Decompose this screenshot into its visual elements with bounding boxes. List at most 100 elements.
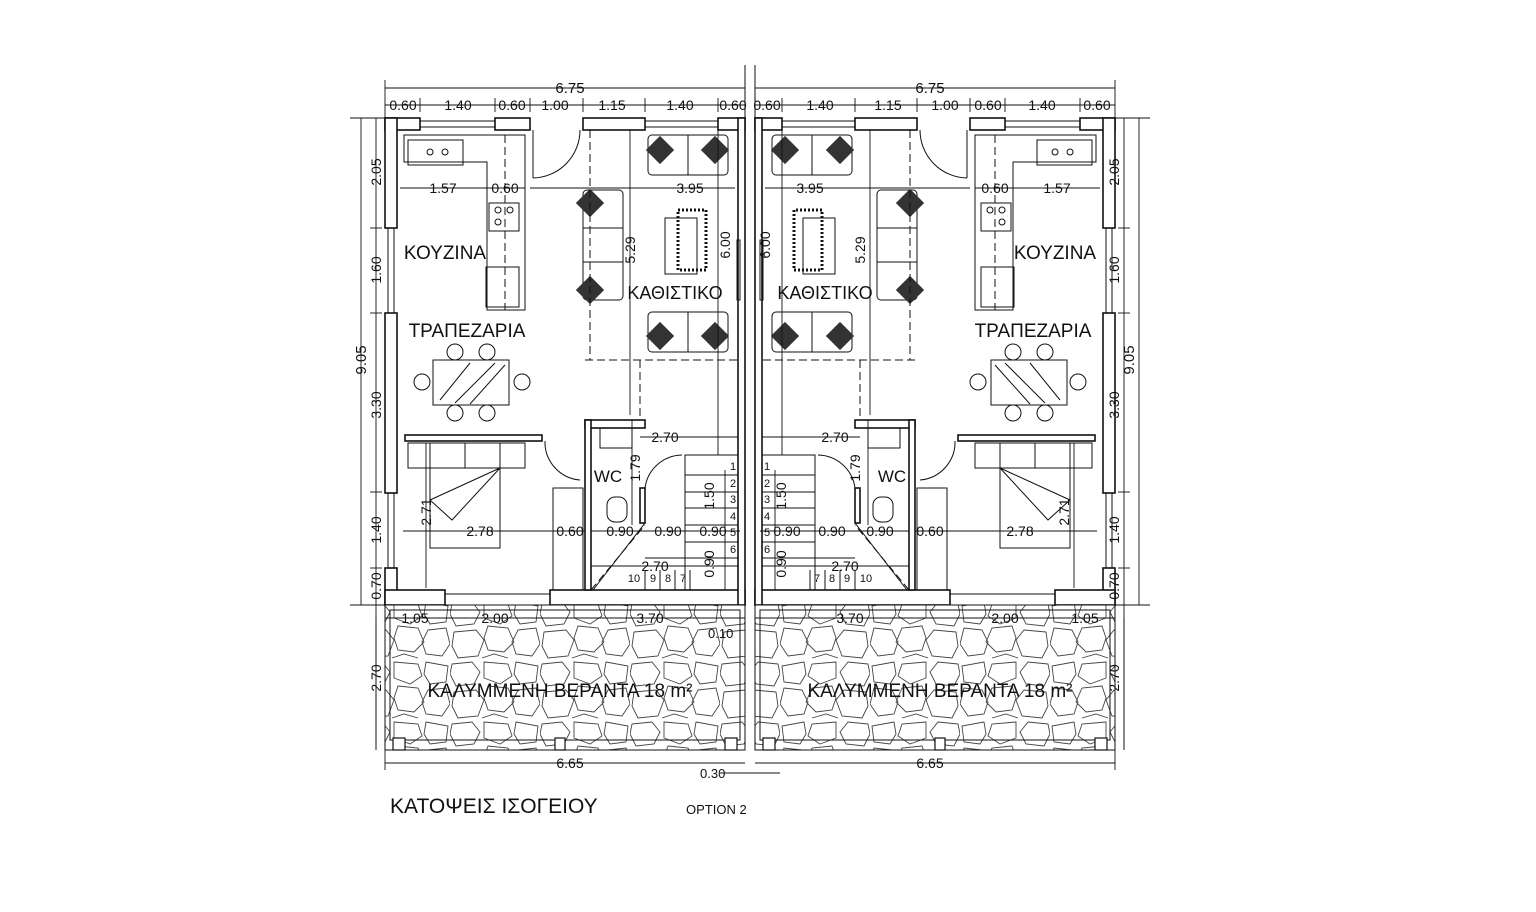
center-gap-dim: 0.30	[700, 766, 725, 781]
left-living-depth-total-dim: 6.00	[717, 231, 733, 258]
right-counter-depth-dim: 0.60	[981, 180, 1008, 196]
right-stair-step-number: 1	[764, 461, 770, 473]
right-living-width-dim: 3.95	[796, 180, 823, 196]
right-living-depth-total-dim: 6.00	[757, 231, 773, 258]
left-top-dim: 0.60	[498, 97, 525, 113]
left-top-dim: 1.15	[598, 97, 625, 113]
left-stair-step-number: 6	[730, 544, 736, 556]
right-room-label-living: ΚΑΘΙΣΤΙΚΟ	[777, 283, 872, 303]
left-wc-depth-dim: 1.79	[627, 454, 643, 481]
left-landing-dim: 0.90	[701, 550, 717, 577]
right-top-dim: 1.00	[931, 97, 958, 113]
left-stair-width-dim: 0.90	[699, 523, 726, 539]
right-stair-flight-dim: 1.50	[773, 482, 789, 509]
left-stair-step-number: 1	[730, 461, 736, 473]
right-top-dim: 1.40	[806, 97, 833, 113]
right-overall-depth-dim: 9.05	[1121, 345, 1138, 374]
right-side-dim: 3.30	[1106, 391, 1122, 418]
right-room-label-veranda: ΚΑΛΥΜΜΕΝΗ ΒΕΡΑΝΤΑ 18 m²	[807, 681, 1072, 702]
left-veranda-dim: 2.00	[481, 610, 508, 626]
right-top-dim: 1.15	[874, 97, 901, 113]
drawing-title: ΚΑΤΟΨΕΙΣ ΙΣΟΓΕΙΟΥ	[390, 795, 598, 818]
left-stair-step-number: 4	[730, 511, 736, 523]
right-side-dim: 0.70	[1106, 572, 1122, 599]
right-hall-width-dim: 0.90	[818, 523, 845, 539]
right-stair-step-number: 4	[764, 511, 770, 523]
left-veranda-depth-dim: 2.70	[368, 664, 384, 691]
right-side-dim: 1.60	[1106, 256, 1122, 283]
left-living-width-dim: 3.95	[676, 180, 703, 196]
left-stair-step-number: 10	[628, 573, 640, 585]
left-side-dim: 1.60	[368, 256, 384, 283]
left-kitchen-width-dim: 1.57	[429, 180, 456, 196]
left-side-dim: 2.05	[368, 158, 384, 185]
right-side-dim: 1.40	[1106, 516, 1122, 543]
left-wc-top-dim: 2.70	[651, 429, 678, 445]
right-veranda-dim: 1.05	[1071, 610, 1098, 626]
right-stair-step-number: 9	[844, 573, 850, 585]
right-veranda-dim: 2.00	[991, 610, 1018, 626]
left-stair-bottom-dim: 2.70	[641, 558, 668, 574]
left-room-label-veranda: ΚΑΛΥΜΜΕΝΗ ΒΕΡΑΝΤΑ 18 m²	[427, 681, 692, 702]
left-stair-step-number: 3	[730, 494, 736, 506]
right-kitchen-width-dim: 1.57	[1043, 180, 1070, 196]
right-stair-step-number: 3	[764, 494, 770, 506]
left-stair-step-number: 5	[730, 527, 736, 539]
left-wc-width-dim: 0.90	[606, 523, 633, 539]
left-veranda-dim: 3.70	[636, 610, 663, 626]
right-pass-width-dim: 0.60	[916, 523, 943, 539]
left-room-label-wc: WC	[594, 467, 622, 486]
right-side-dim: 2.05	[1106, 158, 1122, 185]
right-stair-bottom-dim: 2.70	[831, 558, 858, 574]
left-top-dim: 1.00	[541, 97, 568, 113]
veranda-gap-dim: 0.10	[708, 626, 733, 641]
right-stair-step-number: 7	[814, 573, 820, 585]
right-stair-step-number: 2	[764, 478, 770, 490]
left-veranda-width-dim: 6.65	[556, 755, 583, 771]
left-stair-step-number: 9	[650, 573, 656, 585]
right-veranda-width-dim: 6.65	[916, 755, 943, 771]
right-room-label-wc: WC	[878, 467, 906, 486]
left-counter-depth-dim: 0.60	[491, 180, 518, 196]
right-top-dim: 1.40	[1028, 97, 1055, 113]
left-bed-width-dim: 2.78	[466, 523, 493, 539]
left-stair-step-number: 2	[730, 478, 736, 490]
left-top-dim: 0.60	[389, 97, 416, 113]
left-room-label-dining: ΤΡΑΠΕΖΑΡΙΑ	[409, 321, 526, 342]
left-top-dim: 1.40	[444, 97, 471, 113]
left-stair-step-number: 8	[665, 573, 671, 585]
right-landing-dim: 0.90	[773, 550, 789, 577]
right-room-label-kitchen: ΚΟΥΖΙΝΑ	[1014, 243, 1097, 264]
right-wc-depth-dim: 1.79	[847, 454, 863, 481]
left-room-label-living: ΚΑΘΙΣΤΙΚΟ	[627, 283, 722, 303]
right-room-label-dining: ΤΡΑΠΕΖΑΡΙΑ	[975, 321, 1092, 342]
right-veranda-dim: 3.70	[836, 610, 863, 626]
right-living-depth-dim: 5.29	[852, 236, 868, 263]
left-side-dim: 1.40	[368, 516, 384, 543]
right-veranda-depth-dim: 2.70	[1106, 664, 1122, 691]
right-overall-width-dim: 6.75	[915, 80, 944, 97]
party-wall	[720, 65, 780, 774]
right-top-dim: 0.60	[753, 97, 780, 113]
left-veranda-dim: 1.05	[401, 610, 428, 626]
left-bed-length-dim: 2.71	[418, 498, 434, 525]
option-label: OPTION 2	[686, 802, 747, 817]
left-stair-step-number: 7	[680, 573, 686, 585]
right-bed-length-dim: 2.71	[1056, 498, 1072, 525]
right-stair-step-number: 8	[829, 573, 835, 585]
left-top-dim: 1.40	[666, 97, 693, 113]
left-side-dim: 3.30	[368, 391, 384, 418]
right-top-dim: 0.60	[974, 97, 1001, 113]
right-stair-width-dim: 0.90	[773, 523, 800, 539]
left-pass-width-dim: 0.60	[556, 523, 583, 539]
left-top-dim: 0.60	[719, 97, 746, 113]
right-wc-width-dim: 0.90	[866, 523, 893, 539]
right-stair-step-number: 5	[764, 527, 770, 539]
left-side-dim: 0.70	[368, 572, 384, 599]
left-stair-flight-dim: 1.50	[701, 482, 717, 509]
right-stair-step-number: 6	[764, 544, 770, 556]
left-overall-depth-dim: 9.05	[353, 345, 370, 374]
right-wc-top-dim: 2.70	[821, 429, 848, 445]
right-top-dim: 0.60	[1083, 97, 1110, 113]
